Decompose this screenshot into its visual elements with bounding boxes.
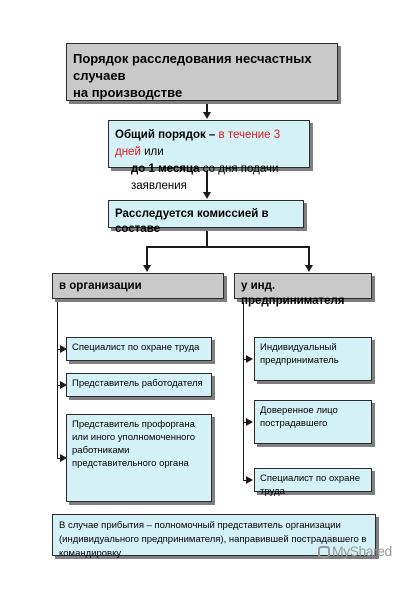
commission-label: Расследуется комиссией в составе (115, 208, 269, 235)
org-bracket-arm-3 (57, 458, 61, 459)
ip-arrow-3 (246, 476, 253, 484)
arrow-title-general (203, 112, 211, 119)
business-trip-note-box: В случае прибытия – полномочный представ… (52, 514, 376, 559)
org-member-label: Специалист по охране труда (72, 342, 200, 353)
connector-commission-down (206, 228, 208, 247)
general-procedure-rest: со дня подачи заявления (131, 163, 279, 192)
general-procedure-line-1: Общий порядок – в течение 3 дней или (115, 127, 303, 161)
general-procedure-box: Общий порядок – в течение 3 дней или до … (108, 120, 310, 192)
connector-branch-horizontal (146, 246, 310, 248)
org-member-label: Представитель работодателя (72, 378, 203, 389)
org-arrow-3 (60, 454, 67, 462)
ip-bracket-vertical (243, 299, 244, 481)
general-procedure-prefix: Общий порядок – (115, 129, 216, 141)
org-member-box: Представитель профоргана или иного уполн… (66, 414, 212, 502)
ip-bracket-arm-1 (243, 359, 247, 360)
org-member-label: Представитель профоргана или иного уполн… (72, 419, 196, 469)
org-bracket-arm-1 (57, 349, 61, 350)
general-procedure-deadline: в течение 3 дней (115, 129, 281, 158)
organization-branch-label: в организации (59, 280, 142, 292)
diagram-title-box: Порядок расследования несчастных случаев… (66, 43, 338, 101)
org-bracket-vertical (57, 299, 58, 459)
ip-arrow-2 (246, 418, 253, 426)
entrepreneur-branch-box: у инд. предпринимателя (234, 273, 372, 307)
ip-bracket-arm-2 (243, 422, 247, 423)
general-procedure-or: или (144, 146, 164, 158)
general-procedure-month: до 1 месяца (131, 163, 200, 175)
watermark-logo-icon (318, 546, 330, 558)
commission-box: Расследуется комиссией в составе (108, 200, 304, 235)
arrow-to-org (143, 265, 151, 272)
ip-arrow-1 (246, 355, 253, 363)
ip-member-label: Индивидуальный предприниматель (260, 342, 339, 366)
ip-member-label: Доверенное лицо пострадавшего (260, 405, 338, 429)
diagram-title-line-2: на производстве (73, 85, 183, 100)
entrepreneur-branch-label: у инд. предпринимателя (241, 280, 345, 307)
general-procedure-line-2: до 1 месяца со дня подачи заявления (115, 161, 303, 195)
ip-member-label: Специалист по охране труда (260, 473, 361, 497)
ip-bracket-arm-3 (243, 480, 247, 481)
connector-general-commission (206, 168, 208, 192)
ip-member-box: Доверенное лицо пострадавшего (254, 400, 372, 444)
watermark-text: MyShared (332, 543, 392, 559)
org-bracket-arm-2 (57, 385, 61, 386)
org-arrow-2 (60, 381, 67, 389)
ip-member-box: Индивидуальный предприниматель (254, 337, 372, 381)
connector-to-org (146, 246, 148, 266)
organization-branch-box: в организации (52, 273, 224, 299)
connector-to-ip (308, 246, 310, 266)
arrow-to-ip (305, 265, 313, 272)
org-arrow-1 (60, 345, 67, 353)
diagram-title-line-1: Порядок расследования несчастных случаев (73, 51, 312, 83)
org-member-box: Специалист по охране труда (66, 337, 212, 361)
business-trip-note: В случае прибытия – полномочный представ… (59, 520, 367, 559)
watermark: MyShared (318, 543, 394, 563)
org-member-box: Представитель работодателя (66, 373, 212, 397)
arrow-general-commission (203, 192, 211, 199)
ip-member-box: Специалист по охране труда (254, 468, 372, 497)
connector-title-general (206, 101, 208, 113)
